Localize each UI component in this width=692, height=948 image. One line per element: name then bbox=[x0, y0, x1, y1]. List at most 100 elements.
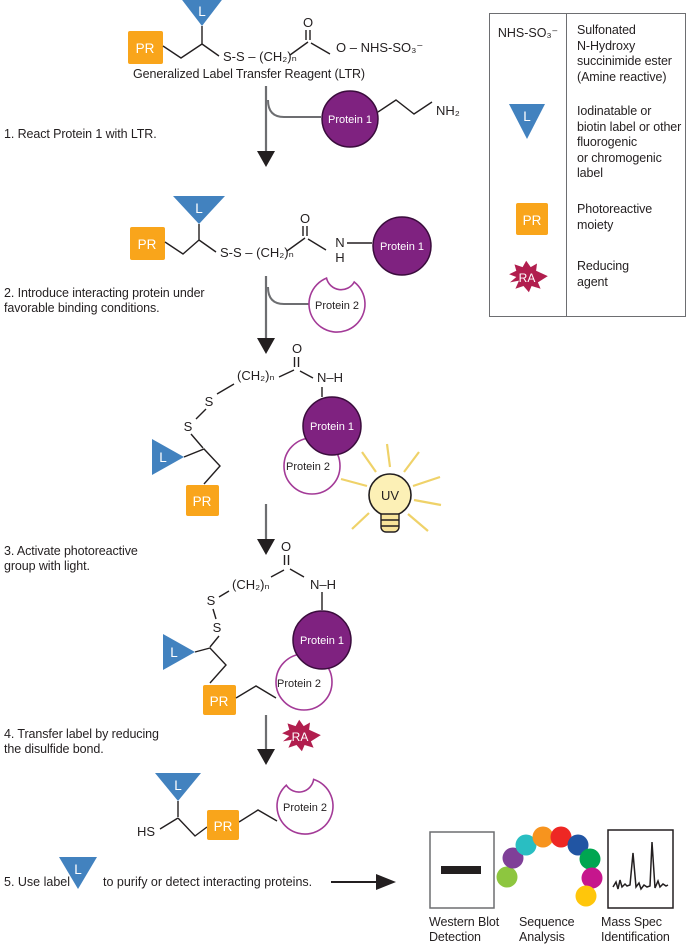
svg-text:Protein 1: Protein 1 bbox=[328, 114, 372, 126]
step5-label-triangle-icon: L bbox=[59, 857, 97, 889]
uv-rays bbox=[340, 443, 442, 532]
svg-text:RA: RA bbox=[292, 730, 309, 744]
amide-n-label: N bbox=[335, 235, 344, 250]
step-4-text: 4. Transfer label by reducing the disulf… bbox=[4, 727, 159, 756]
ltr-protein1-structure: L PR S-S – (CH₂)ₙ O N H Protein 1 bbox=[130, 196, 432, 276]
crosslinked-complex: O (CH₂)ₙ N–H S S L PR Protein 2 Protein … bbox=[163, 539, 352, 715]
amide-nh-label: N–H bbox=[317, 370, 343, 385]
sequence-analysis-arc bbox=[496, 826, 603, 907]
label-letter: L bbox=[170, 645, 178, 660]
amine-chain-bond bbox=[377, 99, 433, 115]
photoreactive-square-icon bbox=[203, 685, 236, 715]
label-triangle-icon bbox=[173, 196, 225, 224]
sequence-analysis-label: Sequence Analysis bbox=[519, 915, 575, 944]
bond bbox=[183, 357, 323, 485]
svg-text:Protein 2: Protein 2 bbox=[283, 802, 327, 814]
nhs-ester-label: O – NHS-SO₃⁻ bbox=[336, 40, 423, 55]
svg-text:L: L bbox=[523, 109, 531, 124]
ch2n-label: (CH₂)ₙ bbox=[237, 368, 275, 383]
thiol-label: HS bbox=[137, 824, 155, 839]
pr-protein2-bond bbox=[235, 685, 277, 699]
pr-letter: PR bbox=[138, 237, 157, 252]
svg-text:Protein 2: Protein 2 bbox=[277, 678, 321, 690]
amide-nh-label: N–H bbox=[310, 577, 336, 592]
photoreactive-square-icon bbox=[130, 227, 165, 260]
labeled-protein2-structure: L HS PR Protein 2 bbox=[137, 773, 340, 841]
protein1-circle: Protein 1 bbox=[321, 90, 379, 148]
legend-label-description: Iodinatable or biotin label or other flu… bbox=[577, 104, 682, 180]
branch-connector bbox=[267, 99, 321, 118]
ss-chain-label: S-S – (CH₂)ₙ bbox=[223, 49, 297, 64]
label-letter: L bbox=[195, 201, 203, 216]
svg-text:RA: RA bbox=[519, 271, 536, 285]
bond bbox=[194, 555, 323, 684]
label-triangle-icon bbox=[182, 0, 222, 26]
s-label: S bbox=[205, 394, 214, 409]
step2-arrow bbox=[257, 276, 310, 354]
legend-nhs-symbol: NHS-SO₃⁻ bbox=[497, 26, 559, 40]
legend-nhs-description: Sulfonated N-Hydroxy succinimide ester (… bbox=[577, 23, 672, 84]
uv-lamp-icon: UV bbox=[340, 443, 442, 533]
carbonyl-o-label: O bbox=[303, 15, 313, 30]
legend-reducing-agent-icon: RA bbox=[509, 260, 548, 293]
step-3-text: 3. Activate photoreactive group with lig… bbox=[4, 544, 138, 573]
mass-spec-box bbox=[607, 829, 674, 909]
label-triangle-icon bbox=[155, 773, 201, 801]
carbonyl-o-label: O bbox=[300, 211, 310, 226]
legend-pr-description: Photoreactive moiety bbox=[577, 202, 653, 232]
s-label: S bbox=[207, 593, 216, 608]
step-1-text: 1. React Protein 1 with LTR. bbox=[4, 127, 157, 141]
protein2-circle: Protein 2 bbox=[304, 275, 369, 337]
protein1-circle: Protein 1 bbox=[302, 396, 362, 456]
ltr-caption: Generalized Label Transfer Reagent (LTR) bbox=[133, 67, 365, 81]
photoreactive-square-icon bbox=[186, 485, 219, 516]
ltr-structure: L PR S-S – (CH₂)ₙ O O – NHS-SO₃⁻ General… bbox=[128, 0, 423, 81]
svg-text:Protein 1: Protein 1 bbox=[300, 635, 344, 647]
photoreactive-square-icon bbox=[207, 810, 239, 840]
svg-text:Protein 2: Protein 2 bbox=[286, 461, 330, 473]
legend-photoreactive-square-icon: PR bbox=[516, 203, 548, 235]
legend-label-triangle-icon: L bbox=[509, 104, 545, 139]
svg-text:Protein 1: Protein 1 bbox=[310, 421, 354, 433]
mass-spec-label: Mass Spec Identification bbox=[601, 915, 670, 944]
branch-connector bbox=[267, 286, 310, 305]
mass-spec-trace bbox=[612, 841, 669, 891]
bond bbox=[162, 26, 331, 59]
carbonyl-o-label: O bbox=[292, 341, 302, 356]
pr-letter: PR bbox=[214, 819, 233, 834]
step5-output-arrow bbox=[331, 874, 396, 890]
label-letter: L bbox=[198, 4, 206, 19]
step-5-text-prefix: 5. Use label bbox=[4, 875, 71, 889]
bond bbox=[159, 801, 278, 837]
step1-arrow bbox=[257, 86, 321, 167]
legend-ra-description: Reducing agent bbox=[577, 259, 630, 289]
protein2-circle: Protein 2 bbox=[271, 775, 340, 841]
label-letter: L bbox=[159, 450, 167, 465]
label-triangle-icon bbox=[163, 634, 195, 670]
protein1-circle: Protein 1 bbox=[372, 216, 432, 276]
ss-chain-label: S-S – (CH₂)ₙ bbox=[220, 245, 294, 260]
amine-label: NH₂ bbox=[436, 103, 460, 118]
bond bbox=[164, 224, 372, 255]
uv-activation-complex: O (CH₂)ₙ N–H S S L PR Protein 2 Protein … bbox=[152, 341, 442, 533]
svg-text:Protein 2: Protein 2 bbox=[315, 300, 359, 312]
step-2-text: 2. Introduce interacting protein under f… bbox=[4, 286, 205, 315]
s-label: S bbox=[184, 419, 193, 434]
photoreactive-square-icon bbox=[128, 31, 163, 64]
step-5-text-suffix: to purify or detect interacting proteins… bbox=[103, 875, 313, 889]
label-letter: L bbox=[174, 778, 182, 793]
uv-label: UV bbox=[381, 488, 399, 503]
amide-h-label: H bbox=[335, 250, 344, 265]
pr-letter: PR bbox=[193, 494, 212, 509]
pr-letter: PR bbox=[136, 41, 155, 56]
western-blot-label: Western Blot Detection bbox=[429, 915, 500, 944]
carbonyl-o-label: O bbox=[281, 539, 291, 554]
step3-arrow bbox=[257, 504, 275, 555]
svg-text:L: L bbox=[74, 862, 82, 877]
legend-box: NHS-SO₃⁻ Sulfonated N-Hydroxy succinimid… bbox=[489, 13, 686, 317]
step4-arrow bbox=[257, 715, 275, 765]
label-triangle-icon bbox=[152, 439, 184, 475]
pr-letter: PR bbox=[210, 694, 229, 709]
s-label: S bbox=[213, 620, 222, 635]
